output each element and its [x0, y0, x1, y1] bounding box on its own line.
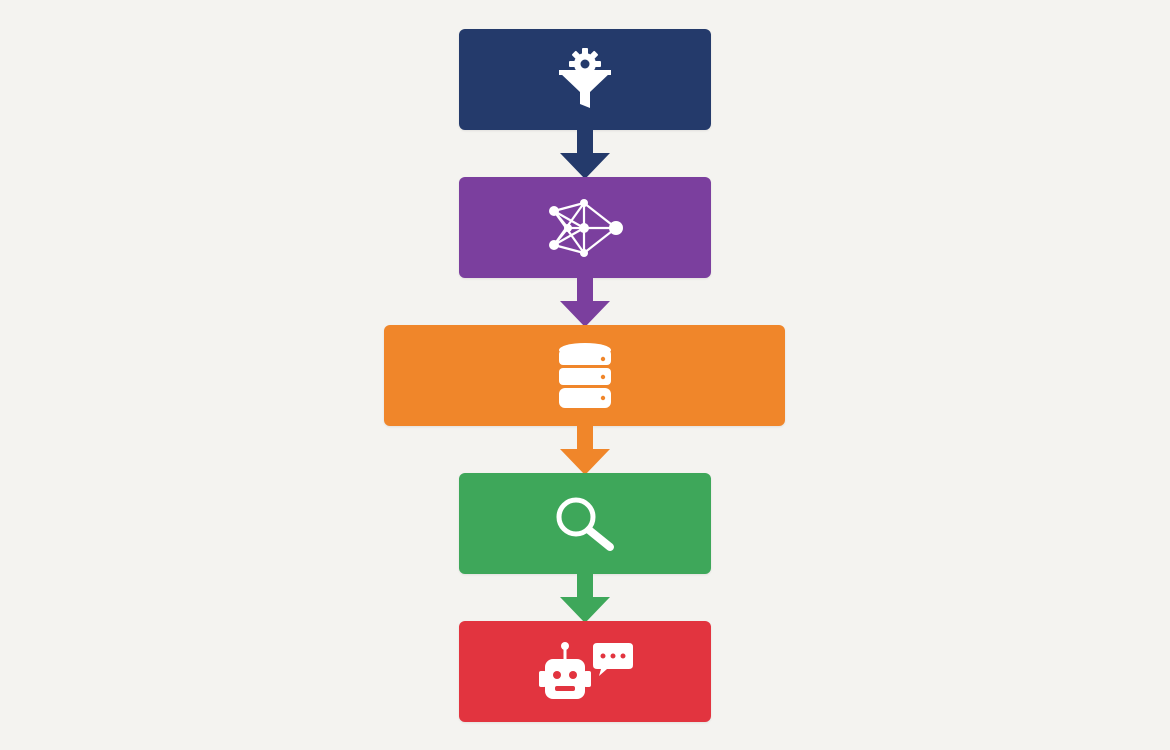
neural-network-icon: [549, 198, 623, 257]
arrow-down-icon: [560, 573, 610, 623]
arrow-down-icon: [560, 277, 610, 327]
step-neural-network-box: [459, 177, 711, 278]
step-filter-box: [459, 29, 711, 130]
robot-chat-icon: [539, 641, 633, 699]
arrow-down-icon: [560, 425, 610, 475]
arrow-down-icon: [560, 129, 610, 179]
step-chatbot-box: [459, 621, 711, 722]
database-icon: [558, 342, 611, 408]
step-database-box: [384, 325, 785, 426]
step-search-box: [459, 473, 711, 574]
magnifier-icon: [556, 497, 614, 551]
funnel-gear-icon: [559, 47, 611, 108]
